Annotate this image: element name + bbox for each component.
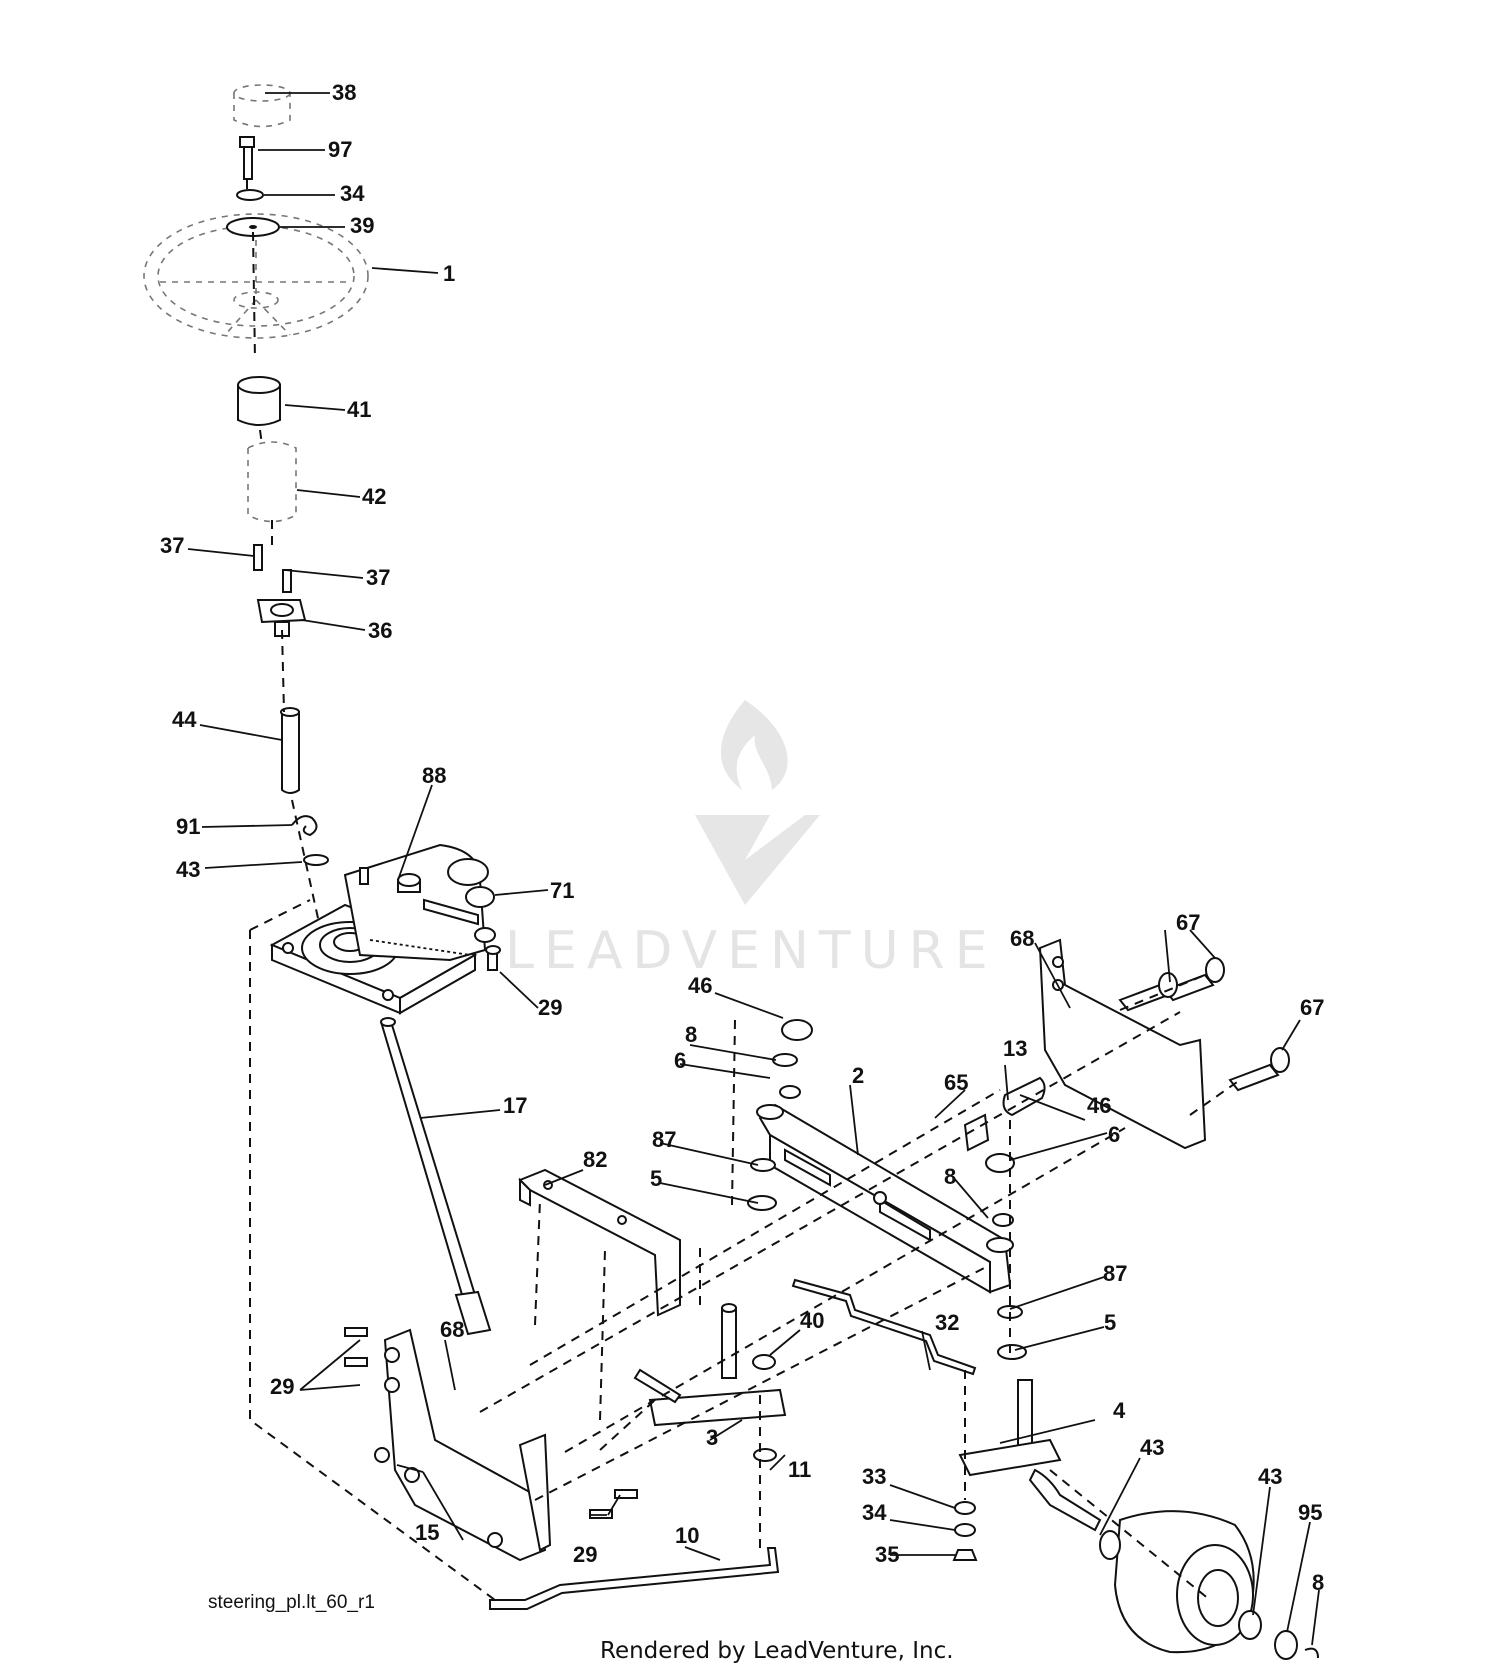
steering-gear-housing [269,843,501,1015]
callout: 71 [550,878,574,903]
frame-outline [249,899,496,1601]
flame-logo-icon [720,700,788,790]
bracket-82 [518,1168,681,1317]
steering-axis-line [246,180,326,951]
callout: 68 [1010,926,1034,951]
spindle-4 [952,1379,1102,1561]
callout: 10 [675,1523,699,1548]
tie-rod [489,1547,780,1610]
drag-link [791,1278,977,1376]
callout: 46 [1087,1093,1111,1118]
callout: 37 [366,565,390,590]
callout: 5 [1104,1310,1116,1335]
callouts: 38 97 34 39 1 41 42 37 37 36 44 88 91 43… [160,80,1324,1595]
diagram-caption: steering_pl.lt_60_r1 [208,1592,375,1613]
callout: 15 [415,1520,439,1545]
callout: 4 [1113,1398,1126,1423]
callout: 8 [685,1022,697,1047]
callout: 6 [674,1048,686,1073]
callout: 36 [368,618,392,643]
callout: 39 [350,213,374,238]
callout: 35 [875,1542,899,1567]
callout: 97 [328,137,352,162]
callout: 95 [1298,1500,1322,1525]
callout: 87 [652,1127,676,1152]
callout: 13 [1003,1036,1027,1061]
callout: 65 [944,1070,968,1095]
callout: 37 [160,533,184,558]
callout: 44 [172,707,197,732]
callout: 3 [706,1425,718,1450]
callout: 8 [1312,1570,1324,1595]
callout: 38 [332,80,356,105]
callout: 88 [422,763,446,788]
assembly-lines [479,974,1241,1601]
callout: 29 [538,995,562,1020]
front-wheel [1099,1510,1319,1660]
column-hardware [226,136,329,866]
callout: 87 [1103,1261,1127,1286]
callout: 32 [935,1310,959,1335]
callout: 67 [1176,910,1200,935]
watermark-text: LEADVENTURE [505,921,998,981]
footer-credit: Rendered by LeadVenture, Inc. [600,1638,954,1664]
callout: 43 [176,857,200,882]
callout: 41 [347,397,371,422]
callout: 33 [862,1464,886,1489]
callout: 46 [688,973,712,998]
callout: 91 [176,814,200,839]
leader-lines [187,92,1320,1646]
callout: 17 [503,1093,527,1118]
callout: 43 [1140,1435,1164,1460]
callout: 2 [852,1063,864,1088]
v-logo-icon [695,815,820,905]
callout: 11 [788,1457,811,1482]
callout: 29 [573,1542,597,1567]
pitman-shaft [380,1017,492,1336]
callout: 8 [944,1164,956,1189]
callout: 34 [862,1500,887,1525]
callout: 1 [443,261,455,286]
callout: 42 [362,484,386,509]
callout: 6 [1108,1122,1120,1147]
left-mounting-plate [344,1327,638,1562]
spindle-3 [633,1303,787,1462]
callout: 68 [440,1317,464,1342]
callout: 67 [1300,995,1324,1020]
callout: 43 [1258,1464,1282,1489]
callout: 34 [340,181,365,206]
callout: 5 [650,1166,662,1191]
leadventure-watermark: LEADVENTURE [505,700,998,981]
callout: 40 [800,1308,824,1333]
callout: 29 [270,1374,294,1399]
callout: 82 [583,1147,607,1172]
